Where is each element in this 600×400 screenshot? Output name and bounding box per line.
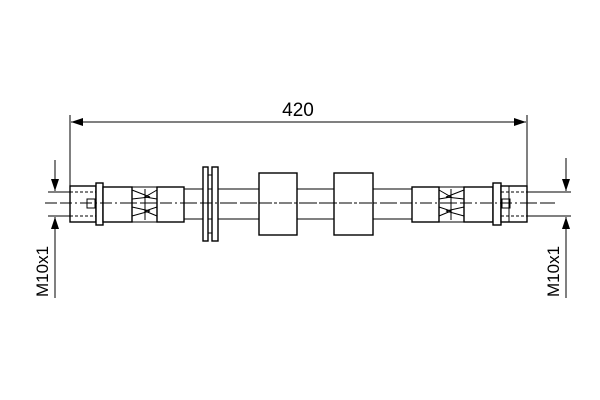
left-crimp [131, 186, 158, 223]
right-sleeve [463, 186, 494, 223]
length-label: 420 [282, 100, 314, 121]
left-thread-dimension: M10x1 [33, 160, 70, 298]
hose [184, 188, 412, 220]
length-dimension: 420 [69, 100, 528, 186]
thread-label-left: M10x1 [33, 246, 52, 297]
right-crimp [438, 186, 465, 223]
left-thread-end [69, 185, 97, 223]
thread-label-right: M10x1 [544, 246, 563, 297]
left-collar [156, 186, 185, 223]
right-nut [492, 182, 502, 226]
right-thread-end [500, 185, 528, 223]
right-collar [411, 186, 440, 223]
protective-sleeve-right [333, 172, 374, 236]
left-fitting [69, 182, 185, 226]
left-sleeve [102, 186, 133, 223]
mounting-bracket [202, 166, 219, 242]
right-thread-dimension: M10x1 [527, 158, 571, 298]
right-fitting [411, 182, 528, 226]
protective-sleeve-left [258, 172, 298, 236]
left-nut [95, 182, 104, 226]
